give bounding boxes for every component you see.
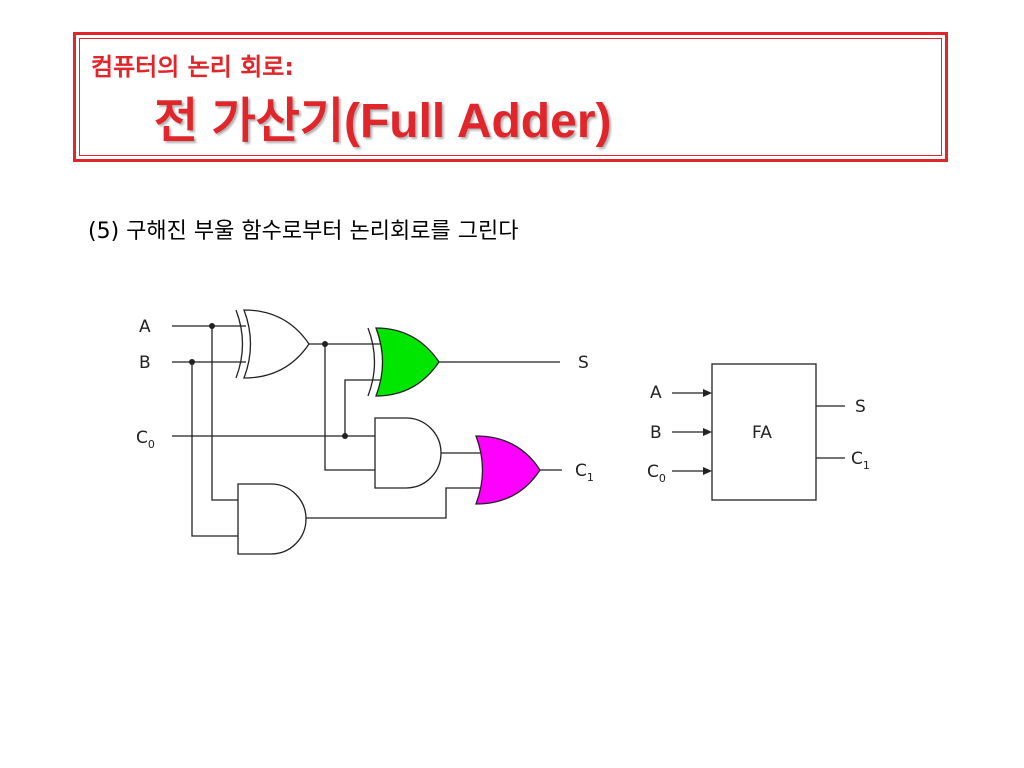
title-box: 컴퓨터의 논리 회로: 전 가산기(Full Adder) [73, 32, 948, 162]
wire-a-branch [211, 326, 238, 501]
xor-gate-1 [235, 309, 310, 379]
wire-xor1-branch [324, 344, 375, 471]
junction-dots [189, 323, 348, 439]
wire-c0-branch [344, 379, 380, 436]
or-gate [475, 435, 541, 505]
and-gate-1 [374, 417, 442, 489]
label-input-c0: C0 [136, 428, 155, 451]
label-input-a: A [139, 317, 151, 337]
step-description: (5) 구해진 부울 함수로부터 논리회로를 그린다 [88, 219, 519, 244]
block-label-b: B [650, 423, 662, 443]
wire-b-branch [191, 362, 238, 537]
block-label-c0: C0 [647, 462, 666, 485]
label-output-s: S [578, 353, 589, 373]
block-label-s: S [855, 397, 866, 417]
block-label-c1: C1 [851, 449, 870, 472]
and-gate-2 [237, 483, 307, 555]
arrowhead-icon [703, 428, 712, 436]
xor-gate-2 [367, 327, 440, 397]
junction-c0 [342, 433, 348, 439]
circuit-wires [172, 325, 562, 537]
junction-a [209, 323, 215, 329]
wire-and2-out [306, 487, 482, 519]
label-output-c1: C1 [575, 461, 594, 484]
block-label-a: A [650, 383, 662, 403]
arrowhead-icon [703, 389, 712, 397]
label-input-b: B [139, 353, 151, 373]
full-adder-block: FA A B C0 S C1 [647, 363, 870, 501]
junction-xor1 [322, 341, 328, 347]
junction-b [189, 359, 195, 365]
block-name: FA [752, 423, 772, 443]
arrowhead-icon [703, 467, 712, 475]
